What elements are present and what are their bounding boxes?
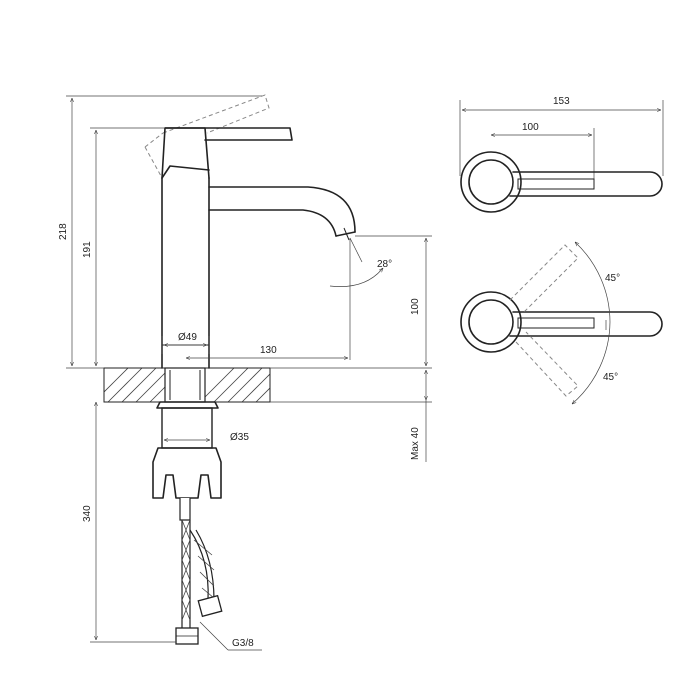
rotated-handle-up bbox=[509, 244, 579, 313]
mounting-deck bbox=[103, 367, 271, 403]
handle-length-label: 100 bbox=[522, 122, 539, 133]
base-to-spout-label: 100 bbox=[410, 298, 421, 315]
rotation-angle-upper-label: 45° bbox=[605, 273, 620, 284]
hose-length-label: 340 bbox=[82, 505, 93, 522]
raised-handle-outline bbox=[144, 94, 270, 177]
connection-label: G3/8 bbox=[232, 638, 254, 649]
side-view: 28° bbox=[58, 94, 432, 651]
spout-height-dimensions: 100 Max 40 bbox=[270, 235, 432, 462]
rotation-view: 45° 45° bbox=[460, 242, 663, 404]
rotated-handle-down bbox=[515, 331, 579, 397]
spout-reach-label: 130 bbox=[260, 345, 277, 356]
width-dimensions: Ø49 130 Ø35 G3/8 bbox=[161, 332, 348, 651]
spout bbox=[208, 186, 356, 241]
max-deck-label: Max 40 bbox=[410, 427, 421, 460]
overall-height-label: 218 bbox=[58, 223, 69, 240]
height-dimensions: 218 191 340 bbox=[58, 95, 262, 643]
spout-angle-dimension: 28° bbox=[329, 237, 392, 360]
mounting-nut bbox=[152, 401, 222, 499]
thread-diameter-label: Ø35 bbox=[230, 432, 249, 443]
spout-angle-label: 28° bbox=[377, 259, 392, 270]
rotation-angle-lower-label: 45° bbox=[603, 372, 618, 383]
body-height-label: 191 bbox=[82, 241, 93, 258]
handle-total-length-label: 153 bbox=[553, 96, 570, 107]
top-view: 153 100 bbox=[459, 96, 664, 213]
body-diameter-label: Ø49 bbox=[178, 332, 197, 343]
supply-hoses bbox=[175, 498, 223, 645]
